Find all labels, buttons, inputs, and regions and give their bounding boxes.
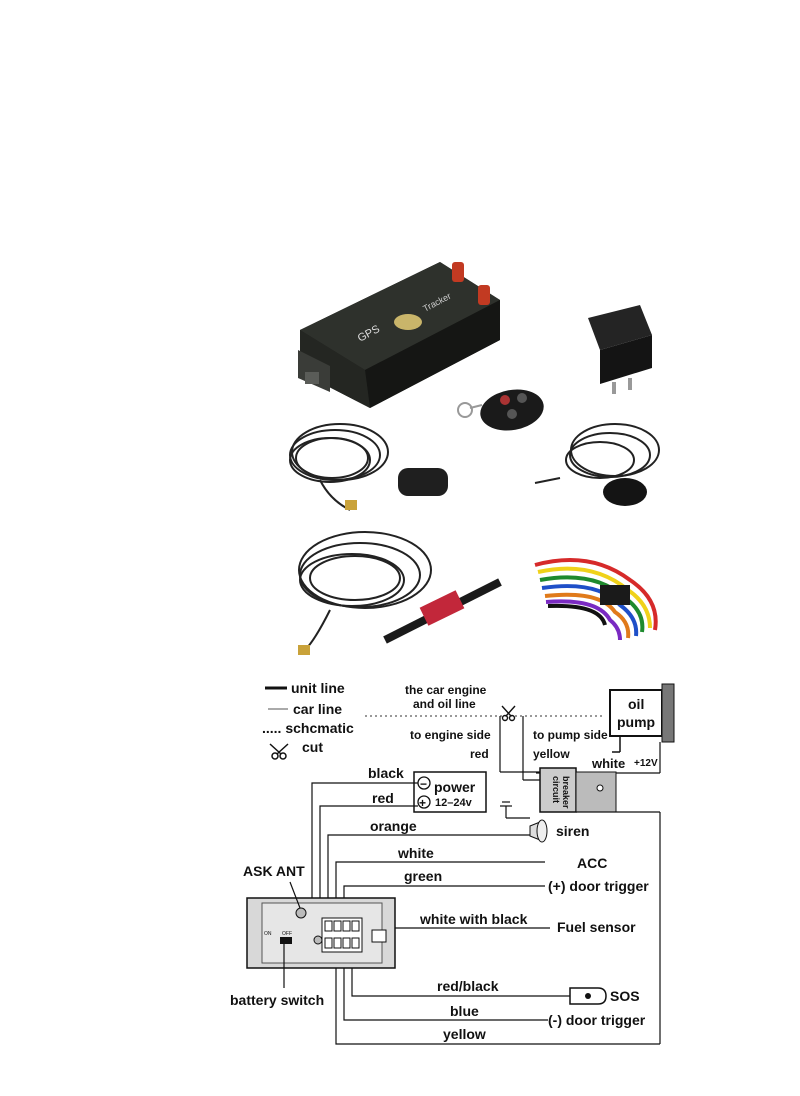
oil-pump-label-1: oil bbox=[628, 696, 644, 712]
oil-line-label-2: and oil line bbox=[413, 697, 476, 711]
legend-car-line: car line bbox=[293, 701, 342, 717]
gps-tracker-unit: GPS Tracker bbox=[298, 262, 500, 408]
legend-schematic: ..... schcmatic bbox=[262, 720, 354, 736]
door-trigger-negative-label: (-) door trigger bbox=[548, 1012, 646, 1028]
wire-red-label: red bbox=[372, 790, 394, 806]
wire-harness-icon bbox=[534, 558, 658, 641]
circuit-breaker-label-1: circuit bbox=[551, 776, 561, 803]
battery-on-label: ON bbox=[264, 931, 272, 937]
gps-antenna-icon bbox=[289, 423, 448, 511]
battery-off-label: OFF bbox=[282, 931, 292, 937]
battery-switch-label: battery switch bbox=[230, 992, 324, 1008]
to-engine-side-label: to engine side bbox=[410, 728, 491, 742]
power-minus-icon: − bbox=[420, 777, 427, 791]
cut-mark-icon bbox=[501, 705, 516, 722]
scissors-icon bbox=[269, 743, 289, 760]
microphone-icon bbox=[534, 423, 660, 506]
oil-pump-label-2: pump bbox=[617, 714, 655, 730]
wire-black-label: black bbox=[368, 765, 404, 781]
white-12v-wire-label: white bbox=[591, 756, 625, 771]
wire-green-label: green bbox=[404, 868, 442, 884]
plus-12v-label: +12V bbox=[634, 758, 658, 769]
circuit-breaker-relay: circuit breaker bbox=[539, 767, 617, 813]
acc-label: ACC bbox=[577, 855, 607, 871]
fuel-sensor-label: Fuel sensor bbox=[557, 919, 636, 935]
ask-ant-label: ASK ANT bbox=[243, 863, 305, 879]
oil-line-label-1: the car engine bbox=[405, 683, 487, 697]
gsm-antenna-connector-icon bbox=[452, 262, 490, 305]
ground-symbol-icon bbox=[500, 801, 530, 819]
circuit-breaker-label-2: breaker bbox=[561, 776, 571, 809]
yellow-oil-wire-label: yellow bbox=[533, 747, 570, 761]
wire-blue-label: blue bbox=[450, 1003, 479, 1019]
sos-label: SOS bbox=[610, 988, 640, 1004]
wire-orange-label: orange bbox=[370, 818, 417, 834]
oil-pump: oil pump bbox=[609, 683, 675, 743]
gsm-antenna-icon bbox=[298, 531, 502, 655]
power-label: power bbox=[434, 779, 476, 795]
door-trigger-positive-label: (+) door trigger bbox=[548, 878, 649, 894]
red-oil-wire-label: red bbox=[470, 747, 489, 761]
wire-white-with-black-label: white with black bbox=[419, 911, 528, 927]
power-plus-icon: + bbox=[419, 796, 426, 810]
relay-icon bbox=[588, 305, 652, 394]
remote-key-fob-icon bbox=[457, 389, 544, 431]
wire-yellow-label: yellow bbox=[443, 1026, 486, 1042]
wire-red-black-label: red/black bbox=[437, 978, 499, 994]
wire-white-label: white bbox=[397, 845, 434, 861]
legend-unit-line: unit line bbox=[291, 680, 345, 696]
product-photo: GPS Tracker bbox=[289, 262, 660, 655]
tracker-unit-schematic: ON OFF bbox=[246, 897, 396, 969]
power-voltage-label: 12–24v bbox=[435, 797, 473, 809]
legend-cut: cut bbox=[302, 739, 323, 755]
siren-icon bbox=[529, 819, 548, 843]
legend: unit line car line ..... schcmatic cut bbox=[262, 680, 354, 760]
power-supply: − + power 12–24v bbox=[413, 771, 487, 813]
to-pump-side-label: to pump side bbox=[533, 728, 608, 742]
sos-button-icon bbox=[569, 987, 607, 1005]
siren-label: siren bbox=[556, 823, 589, 839]
